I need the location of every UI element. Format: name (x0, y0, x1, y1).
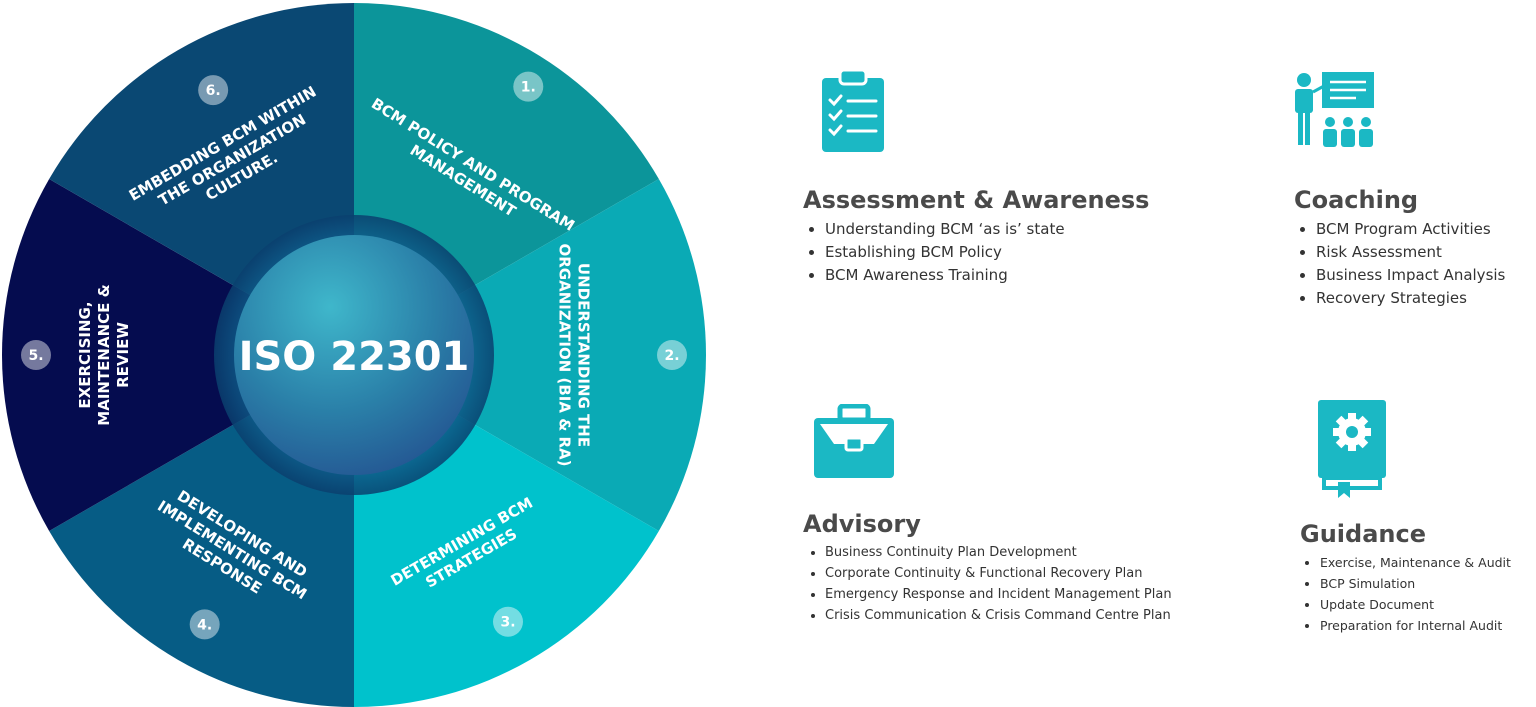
service-coaching: Coaching BCM Program Activities Risk Ass… (1294, 186, 1505, 310)
gear-book-icon (1316, 398, 1388, 502)
service-item: Establishing BCM Policy (825, 241, 1149, 264)
service-title: Guidance (1300, 520, 1426, 548)
wheel-segment-2 (354, 179, 707, 531)
service-title: Advisory (803, 510, 921, 538)
segment-number-4: 4. (197, 617, 212, 633)
service-item: Business Continuity Plan Development (825, 542, 1172, 563)
segment-number-2: 2. (664, 348, 679, 364)
segment-number-badge-5 (21, 340, 51, 370)
service-item: Corporate Continuity & Functional Recove… (825, 563, 1172, 584)
service-title: Coaching (1294, 186, 1419, 214)
service-item: Recovery Strategies (1316, 287, 1505, 310)
service-item: Emergency Response and Incident Manageme… (825, 584, 1172, 605)
segment-number-badge-4 (189, 609, 220, 640)
segment-label-2: UNDERSTANDING THEORGANIZATION (BIA & RA) (556, 243, 593, 466)
segment-number-1: 1. (521, 80, 536, 96)
service-item: Risk Assessment (1316, 241, 1505, 264)
clipboard-checklist-icon (820, 68, 886, 158)
service-item: Crisis Communication & Crisis Command Ce… (825, 605, 1172, 626)
center-title: ISO 22301 (239, 334, 470, 380)
service-advisory: Advisory Business Continuity Plan Develo… (803, 510, 1172, 626)
service-assessment: Assessment & Awareness Understanding BCM… (803, 186, 1149, 287)
service-item: BCM Awareness Training (825, 264, 1149, 287)
segment-number-badge-2 (657, 340, 687, 370)
service-item: Business Impact Analysis (1316, 264, 1505, 287)
segment-number-badge-6 (198, 75, 229, 106)
segment-number-badge-1 (513, 71, 544, 102)
segment-number-badge-3 (493, 606, 523, 637)
segment-number-3: 3. (500, 615, 515, 631)
iso-22301-wheel: ISO 22301 BCM POLICY AND PROGRAMMANAGEME… (1, 3, 707, 707)
service-item: BCM Program Activities (1316, 218, 1505, 241)
segment-label-5: EXERCISING,MAINTENANCE &REVIEW (76, 284, 132, 425)
segment-number-6: 6. (206, 83, 221, 99)
service-item: Exercise, Maintenance & Audit (1320, 552, 1511, 573)
service-title: Assessment & Awareness (803, 186, 1150, 214)
service-item: Update Document (1320, 594, 1511, 615)
briefcase-icon (812, 403, 896, 484)
hub-circle (234, 235, 474, 475)
service-item: Preparation for Internal Audit (1320, 615, 1511, 636)
service-item: BCP Simulation (1320, 573, 1511, 594)
segment-number-5: 5. (28, 348, 43, 364)
service-guidance: Guidance Exercise, Maintenance & Audit B… (1300, 520, 1511, 636)
service-item: Understanding BCM ‘as is’ state (825, 218, 1149, 241)
presentation-training-icon (1292, 70, 1376, 154)
wheel-segment-5 (1, 179, 354, 531)
